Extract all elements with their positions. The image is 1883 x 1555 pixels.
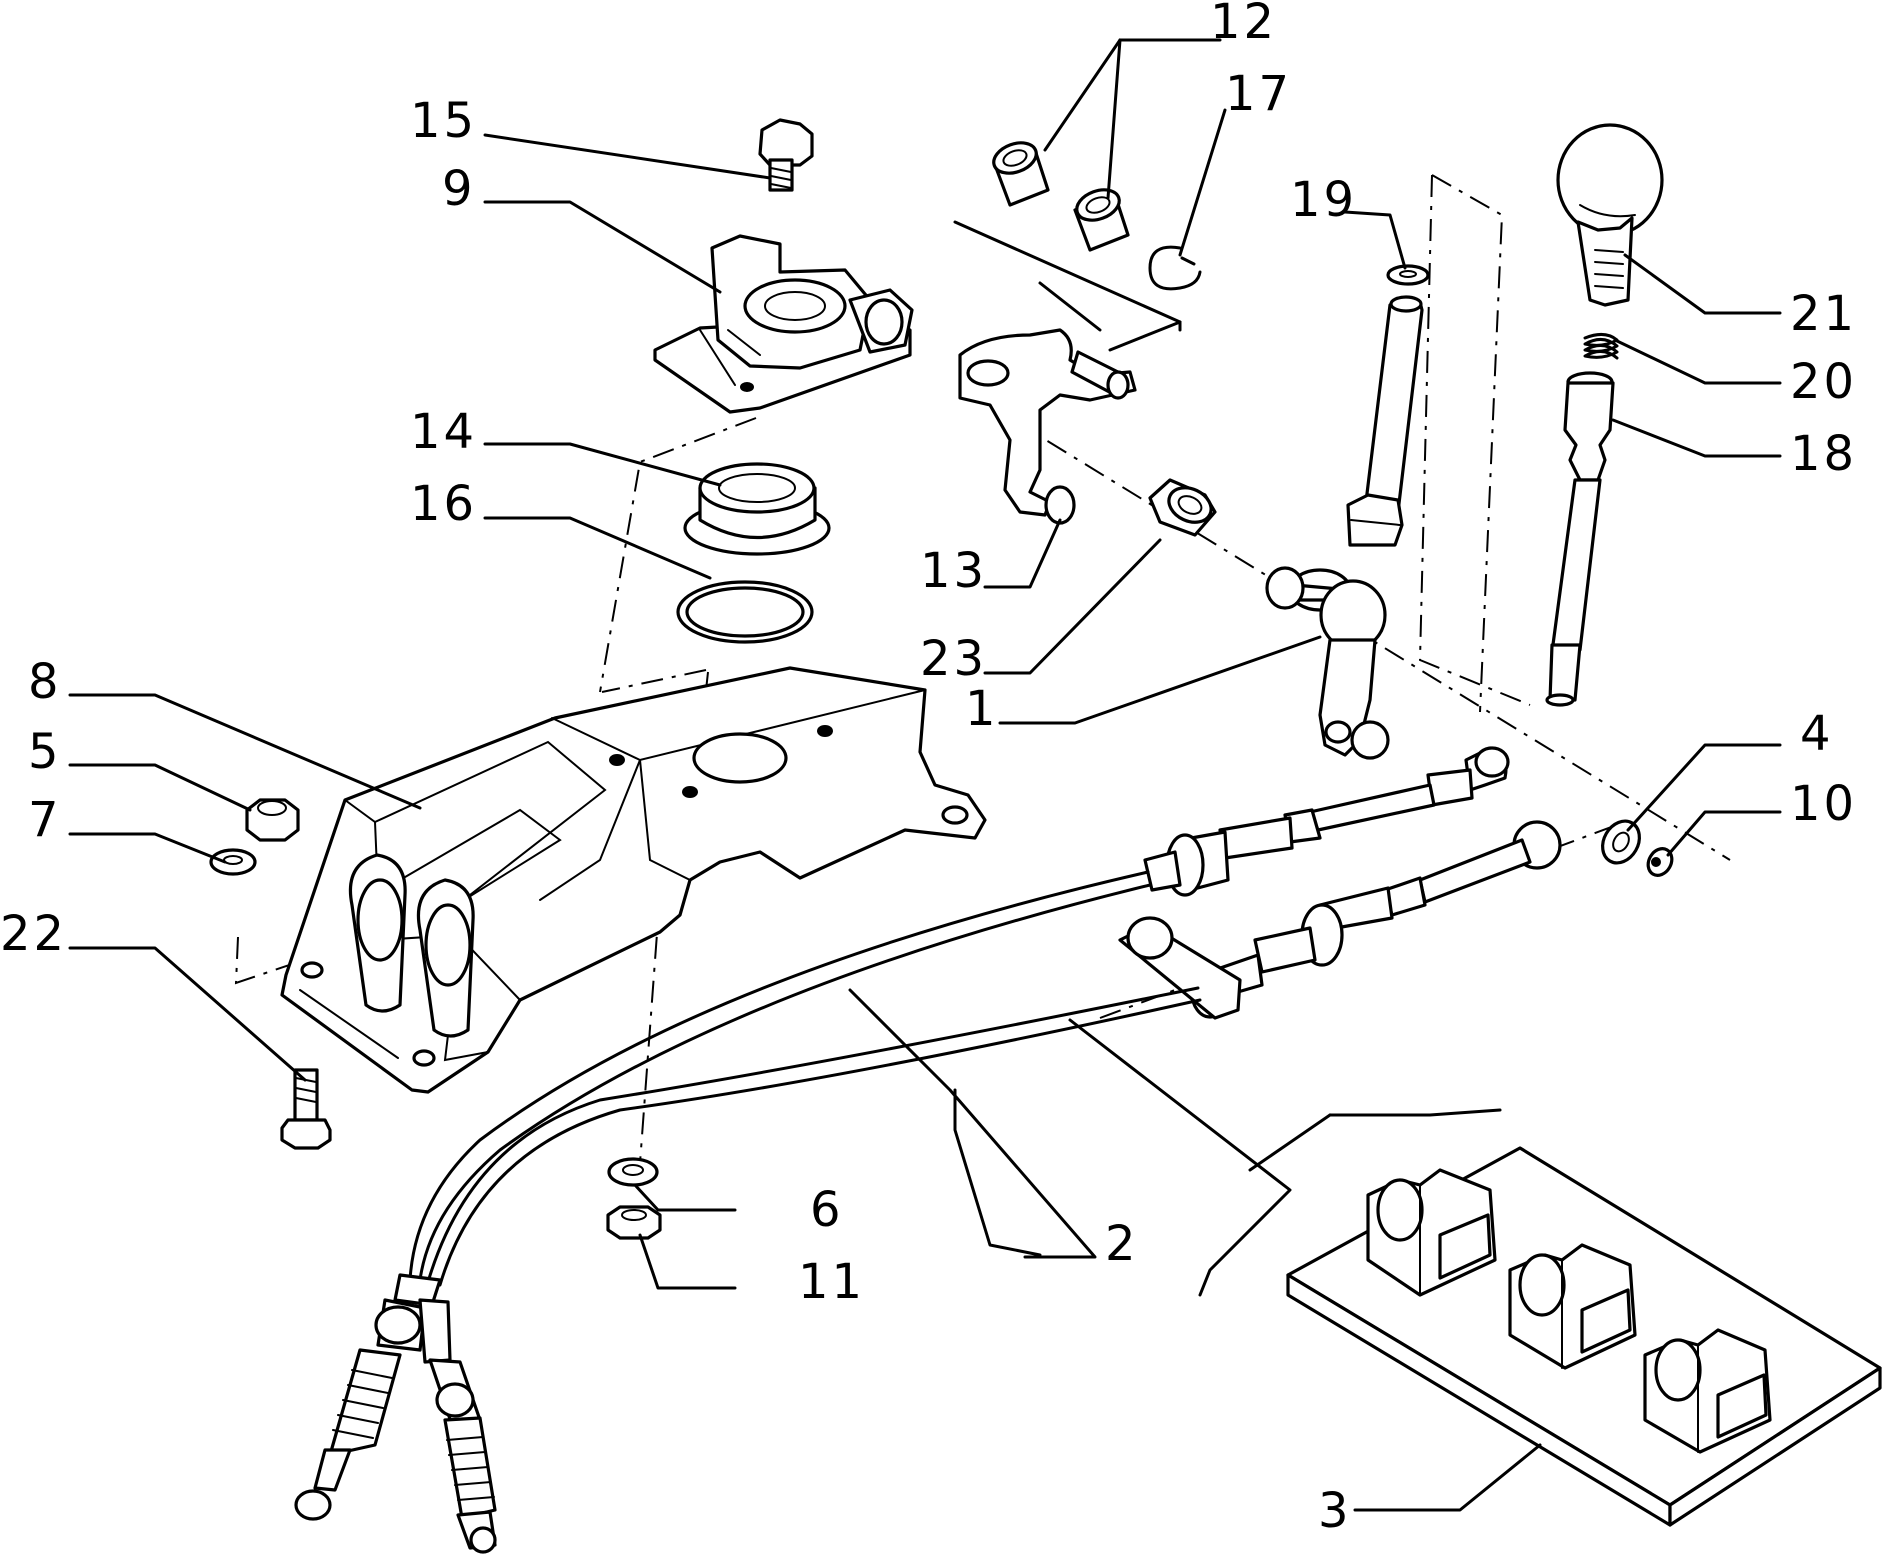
callout-18: 18 [1790,426,1857,482]
callout-6: 6 [810,1182,844,1238]
callout-14: 14 [410,404,477,460]
callout-8: 8 [28,654,62,710]
callout-22: 22 [0,906,67,962]
leader-lines [68,38,1782,1512]
callout-11: 11 [798,1254,865,1310]
needle-bearing-12b [1073,188,1130,252]
nut-5 [245,798,300,842]
callout-5: 5 [28,724,62,780]
gear-lever-1 [1265,295,1424,760]
callout-23: 23 [920,631,987,687]
callout-10: 10 [1790,776,1857,832]
callout-7: 7 [28,792,62,848]
circlip-17 [1148,245,1202,291]
spring-20 [1583,333,1619,360]
control-cables-2 [294,746,1562,1554]
lever-arm-13 [958,328,1137,525]
needle-bearing-12a [992,141,1050,207]
sleeve-18 [1545,371,1615,707]
gear-lever-cover [653,234,914,414]
circlip-10 [1646,847,1674,877]
callout-17: 17 [1225,66,1292,122]
callout-12: 12 [1210,0,1277,50]
callout-13: 13 [920,543,987,599]
gear-lever-support-housing [280,666,987,1094]
washer-19 [1386,264,1430,286]
bush-23 [1148,478,1217,537]
callout-3: 3 [1318,1483,1352,1539]
callout-21: 21 [1790,286,1857,342]
callout-4: 4 [1800,706,1834,762]
callout-16: 16 [410,476,477,532]
callout-15: 15 [410,93,477,149]
washer-4 [1601,819,1641,865]
callout-20: 20 [1790,354,1857,410]
bolt-22 [280,1068,332,1150]
washer-6 [607,1157,659,1187]
washer-7 [209,848,257,876]
bush-14 [683,462,831,556]
screw-15 [758,118,814,192]
callout-numbers: 1 2 3 4 5 6 7 8 9 10 11 12 13 14 15 16 1… [0,0,1857,1539]
callout-2: 2 [1105,1216,1139,1272]
nut-11 [606,1205,662,1240]
callout-9: 9 [442,161,476,217]
callout-19: 19 [1290,172,1357,228]
cable-clip-set-3 [1286,1146,1882,1527]
o-ring-16 [676,580,814,644]
callout-1: 1 [965,681,999,737]
gear-knob-21 [1556,123,1664,307]
